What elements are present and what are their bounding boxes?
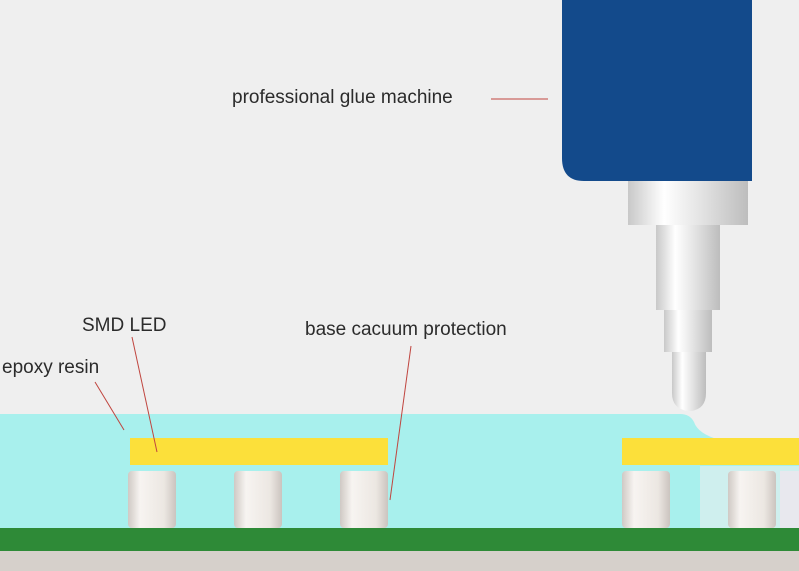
pad: [622, 471, 670, 528]
smd-led-label: SMD LED: [82, 315, 167, 336]
smd-led-leader-line: [131, 336, 158, 453]
pcb-board: [0, 528, 799, 551]
glue-machine-label: professional glue machine: [232, 87, 453, 108]
base-substrate: [0, 551, 799, 571]
glue-machine-body: [562, 0, 752, 181]
pad: [234, 471, 282, 528]
nozzle-stage-1: [656, 225, 720, 310]
nozzle-collar: [628, 181, 748, 225]
base-protection-label: base cacuum protection: [305, 319, 507, 340]
nozzle-stage-2: [664, 310, 712, 352]
smd-led-strip: [130, 438, 388, 465]
epoxy-resin-label: epoxy resin: [2, 357, 100, 378]
pad: [728, 471, 776, 528]
nozzle-tip: [672, 352, 706, 411]
pad: [340, 471, 388, 528]
base-protection-leader-line: [389, 345, 412, 501]
pad-edge: [780, 471, 799, 528]
epoxy-resin-leader-line: [94, 381, 125, 431]
smd-led-strip: [622, 438, 799, 465]
pad: [128, 471, 176, 528]
